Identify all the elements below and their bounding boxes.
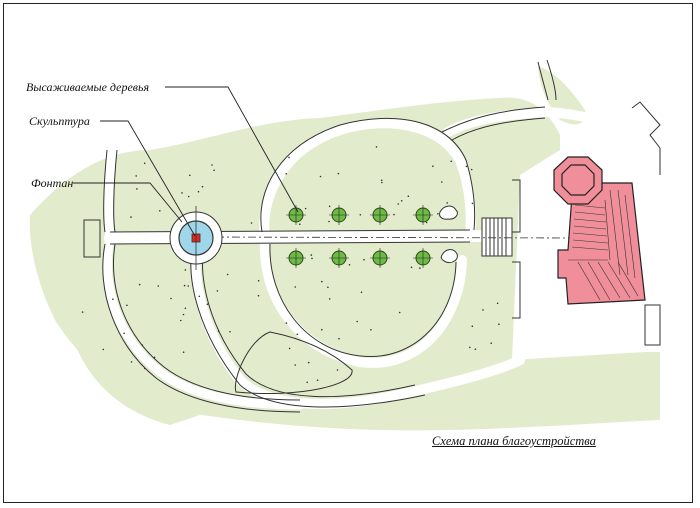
leader-trees bbox=[165, 86, 299, 213]
building-tower-inner bbox=[561, 164, 595, 196]
leader-fountain bbox=[73, 182, 183, 223]
label-fountain: Фонтан bbox=[31, 176, 74, 190]
tree-marker bbox=[329, 205, 349, 225]
tree-marker bbox=[286, 248, 306, 268]
building bbox=[553, 156, 646, 305]
fountain bbox=[169, 206, 223, 270]
lawn-left-edge bbox=[70, 330, 200, 425]
leader-lines bbox=[73, 86, 299, 237]
tree-marker bbox=[370, 205, 390, 225]
walkway-edges bbox=[83, 59, 557, 413]
building-outline-area bbox=[512, 101, 661, 346]
tree-marker bbox=[413, 248, 433, 268]
walkways bbox=[102, 106, 610, 410]
plan-caption: Схема плана благоустройства bbox=[432, 434, 596, 448]
roof-hatching bbox=[568, 189, 639, 301]
tree-marker bbox=[329, 248, 349, 268]
shrubs bbox=[439, 205, 458, 263]
leader-sculpture bbox=[100, 120, 196, 237]
building-main bbox=[557, 182, 646, 305]
drawing-frame bbox=[3, 3, 693, 503]
planted-trees bbox=[286, 205, 433, 268]
tree-marker bbox=[413, 205, 433, 225]
label-planted-trees: Высаживаемые деревья bbox=[26, 80, 150, 94]
lawn-main bbox=[29, 97, 660, 431]
tree-marker bbox=[370, 248, 390, 268]
building-tower bbox=[553, 156, 603, 205]
label-sculpture: Скульптура bbox=[29, 114, 90, 128]
lawn-top-right bbox=[538, 66, 586, 125]
axis-line bbox=[199, 236, 571, 239]
lawn-areas bbox=[29, 66, 660, 431]
stairs bbox=[481, 217, 513, 257]
